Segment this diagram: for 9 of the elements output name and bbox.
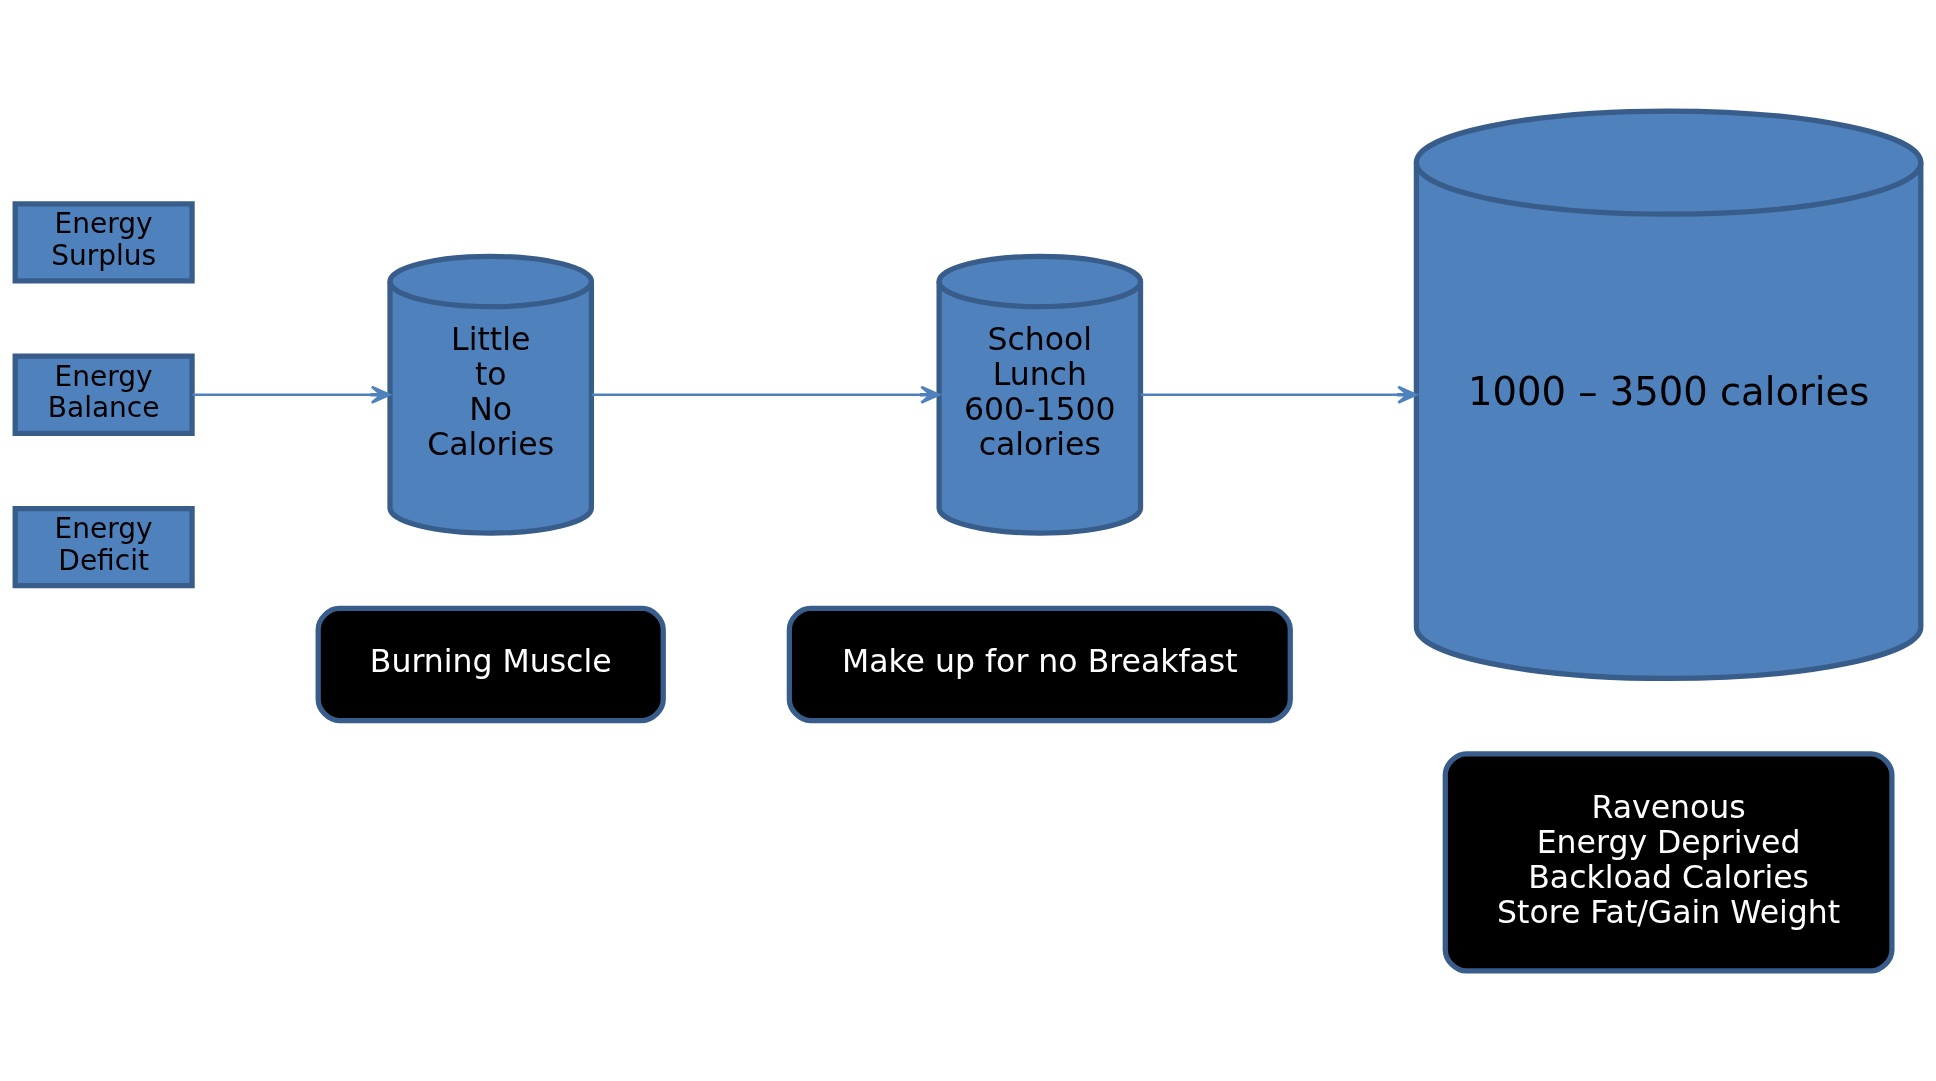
- arrow: [1140, 385, 1418, 404]
- node-box: Energy Deficit: [12, 505, 195, 588]
- node-box: Energy Surplus: [12, 200, 195, 284]
- node-box: Ravenous Energy Deprived Backload Calories Store Fat/Gain Weight: [1442, 750, 1895, 974]
- node-box: Energy Balance: [12, 353, 195, 436]
- node-box: Make up for no Breakfast: [786, 605, 1293, 723]
- arrow: [591, 385, 941, 404]
- node-box: Burning Muscle: [315, 605, 666, 723]
- arrow: [192, 385, 391, 404]
